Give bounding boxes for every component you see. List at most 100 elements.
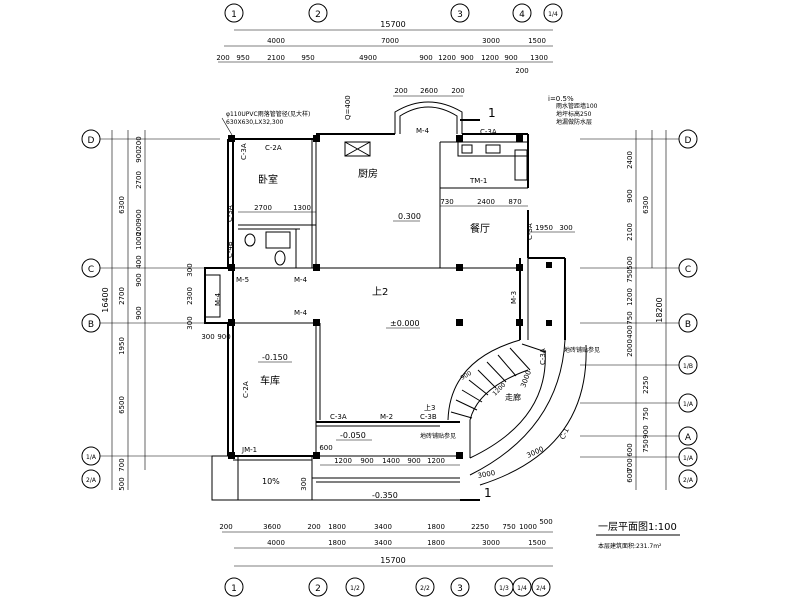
grid-bubble: 1/4 — [548, 11, 558, 18]
dim-text: 1200 — [626, 288, 634, 306]
dim-text: 6300 — [642, 196, 650, 214]
walls — [204, 133, 566, 501]
dim-text: 500 — [118, 477, 126, 490]
dim-text: 900 — [135, 149, 143, 162]
window-tag: C-1 — [559, 427, 571, 441]
dim-text: 950 — [236, 54, 249, 62]
dim-text: 900 — [135, 209, 143, 222]
door-tag: M-5 — [236, 276, 249, 284]
dim-text: 750 — [502, 523, 515, 531]
dim-text: 4000 — [267, 539, 285, 547]
dim-text: 1200 — [334, 457, 352, 465]
window-tag: C-3A — [480, 128, 497, 136]
grid-bubble: C — [685, 265, 691, 275]
dim-text: 2700 — [118, 287, 126, 305]
dim-text: 900 — [460, 54, 473, 62]
stair-up-label-2: 上3 — [424, 403, 435, 412]
dim-text: 1200 — [481, 54, 499, 62]
grid-bubble: 1 — [231, 10, 237, 20]
kitchen-counter — [344, 141, 529, 181]
door-tag: JM-1 — [241, 446, 257, 454]
grid-bubble: 2 — [315, 10, 321, 20]
dim-text: 1000 — [135, 232, 143, 250]
note-floor-level: 地坪标高250 — [556, 110, 592, 118]
dim-text: 2000 — [626, 339, 634, 357]
note-waterproof: 地漏做防水层 — [556, 118, 592, 126]
grid-bubble: 1/4 — [517, 585, 527, 592]
dim-text: 950 — [301, 54, 314, 62]
level-mark: -0.350 — [372, 491, 398, 500]
dim-text: 2100 — [626, 223, 634, 241]
dim-text: 500 — [539, 518, 552, 526]
dim-text: 200 — [307, 523, 320, 531]
note-tile: 地砖铺贴参见 — [564, 346, 600, 354]
dim-text: 2300 — [186, 287, 194, 305]
dim-text: 200 — [219, 523, 232, 531]
dim-text: 6300 — [118, 196, 126, 214]
dim-text: 200 — [515, 67, 528, 75]
grid-bubble: 1/A — [86, 454, 97, 461]
section-mark-bottom: 1 — [484, 486, 492, 500]
dim-text: 900 — [504, 54, 517, 62]
dim-text: 600 — [626, 443, 634, 456]
bottom-dimensions: 200 3600 200 1800 3400 1800 2250 750 100… — [219, 518, 553, 567]
dim-text: 2600 — [420, 87, 438, 95]
dim-text: 700 — [118, 458, 126, 471]
dim-text: 900 — [642, 425, 650, 438]
window-tag: C-3B — [420, 413, 437, 421]
window-tag: C-2A — [242, 381, 250, 398]
dim-text: 300 — [201, 333, 214, 341]
section-marks: 1 1 — [460, 106, 496, 501]
window-tag: C-3A — [539, 348, 547, 365]
grid-bubble: B — [88, 320, 94, 330]
grid-bubble: 1 — [231, 584, 237, 594]
dim-text: 2250 — [642, 376, 650, 394]
door-tag: M-4 — [416, 127, 430, 135]
left-grid-axes: D C B 1/A 2/A — [81, 129, 230, 489]
dim-text: 2100 — [267, 54, 285, 62]
door-tag: M-4 — [294, 309, 308, 317]
dim-text: 500 — [626, 256, 634, 269]
grid-bubble: 1/A — [683, 401, 694, 408]
dim-text: 2700 — [254, 204, 272, 212]
level-mark: ±0.000 — [390, 319, 420, 328]
dim-text: 1500 — [528, 37, 546, 45]
grid-bubble: 2/A — [86, 477, 97, 484]
dim-text: 600 — [626, 469, 634, 482]
grid-bubble: 4 — [519, 10, 525, 20]
grid-bubble: 2/4 — [536, 585, 546, 592]
grid-bubble: 1/B — [683, 363, 693, 370]
ramp-slope: 10% — [262, 477, 280, 486]
dim-text: 750 — [642, 439, 650, 452]
note-downpipe-spec: 630X630,LX32,300 — [226, 119, 284, 126]
grid-bubble: D — [685, 136, 692, 146]
dim-text: 1800 — [328, 523, 346, 531]
grid-bubble: B — [685, 320, 691, 330]
dim-text: 7000 — [381, 37, 399, 45]
dim-text: 200 — [394, 87, 407, 95]
dim-text: 15700 — [380, 20, 405, 29]
dim-text: 200 — [135, 136, 143, 149]
dim-text: 2700 — [135, 171, 143, 189]
level-mark: -0.050 — [340, 431, 366, 440]
section-mark-top: 1 — [488, 106, 496, 120]
dim-text: 2250 — [471, 523, 489, 531]
dim-text: 1400 — [382, 457, 400, 465]
dim-text: 1000 — [519, 523, 537, 531]
dim-text: 900 — [419, 54, 432, 62]
dim-text: 300 — [559, 224, 572, 232]
dim-text: 1800 — [328, 539, 346, 547]
dim-text: 3000 — [482, 539, 500, 547]
dim-text: 900 — [135, 306, 143, 319]
dim-text: 3000 — [482, 37, 500, 45]
annotation-notes: φ110UPVC雨落管管径(见大样) 630X630,LX32,300 雨水管距… — [221, 102, 600, 440]
window-tag: C-3A — [330, 413, 347, 421]
right-dimensions: 18200 6300 2400 900 2100 500 750 1200 75… — [626, 130, 667, 490]
grid-bubble: A — [685, 433, 692, 443]
left-dimensions: 16400 6300 2700 1950 6500 700 500 200 90… — [101, 130, 231, 491]
right-grid-axes: D C B 1/B 1/A A 1/A 2/A — [580, 129, 698, 489]
bathroom-fixtures — [244, 231, 291, 266]
slope-label: i=0.5% — [548, 95, 574, 103]
dim-text: 200 — [135, 222, 143, 235]
door-tag: M-4 — [294, 276, 308, 284]
